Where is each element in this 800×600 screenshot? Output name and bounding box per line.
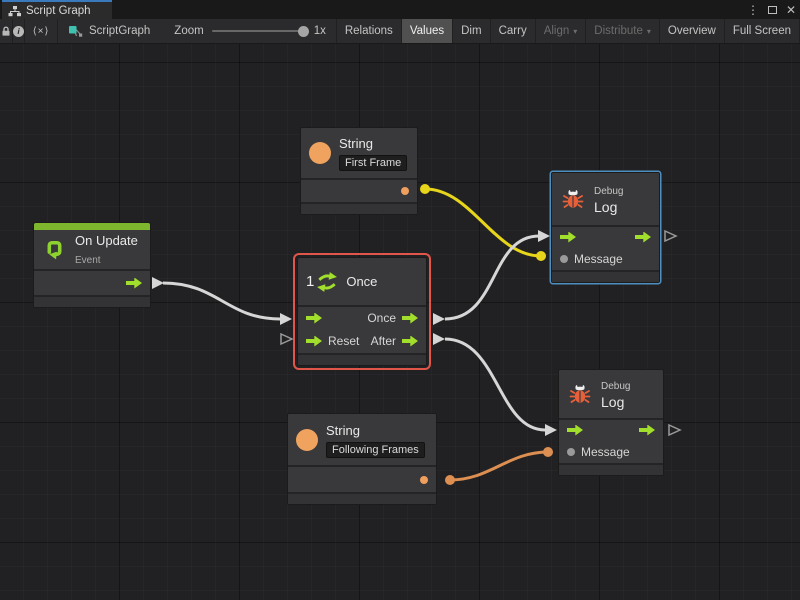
once-count-badge: 1 (306, 273, 315, 290)
tab-title: Script Graph (26, 4, 91, 17)
zoom-slider-handle[interactable] (297, 25, 309, 37)
string-value-field[interactable]: Following Frames (326, 441, 425, 458)
script-graph-icon (68, 25, 83, 37)
node-kind: Debug (601, 381, 631, 392)
window-close-icon[interactable]: ✕ (785, 2, 796, 17)
string-type-icon (296, 428, 318, 451)
lock-icon (2, 26, 10, 36)
node-subtitle: Event (75, 254, 101, 266)
code-preview-button[interactable]: ⟨×⟩ (25, 19, 58, 43)
node-string-first[interactable]: String First Frame (300, 127, 418, 215)
node-title: String (326, 422, 360, 438)
node-debug-log-bottom[interactable]: Debug Log Message (558, 369, 664, 476)
flow-input-port[interactable] (306, 312, 322, 324)
zoom-value: 1x (313, 25, 326, 37)
flow-output-port[interactable] (639, 424, 655, 436)
node-debug-log-top[interactable]: Debug Log Message (551, 172, 660, 283)
zoom-control: Zoom 1x (164, 19, 337, 43)
window-maximize-icon[interactable] (767, 5, 777, 14)
node-kind: Debug (594, 186, 624, 197)
chevron-down-icon: ▾ (573, 26, 578, 36)
flow-output-port-after[interactable] (402, 335, 418, 347)
port-label-reset: Reset (328, 334, 360, 348)
code-icon: ⟨×⟩ (32, 25, 50, 37)
node-title: On Update (75, 232, 138, 248)
event-accent-strip (34, 223, 150, 230)
node-on-update[interactable]: On Update Event (33, 222, 151, 308)
tab-script-graph[interactable]: Script Graph (2, 0, 112, 19)
flow-input-port[interactable] (567, 424, 583, 436)
port-label-once: Once (367, 311, 396, 325)
flow-output-port-once[interactable] (402, 312, 418, 324)
toolbar-button-carry[interactable]: Carry (491, 19, 536, 43)
string-type-icon (309, 142, 331, 164)
graph-name-label: ScriptGraph (88, 25, 151, 37)
toolbar-button-dim[interactable]: Dim (453, 19, 491, 43)
string-value-field[interactable]: First Frame (339, 155, 408, 171)
graph-tab-icon (8, 5, 21, 16)
node-title: Log (601, 394, 625, 410)
window-tab-bar: Script Graph ⋮ ✕ (0, 0, 800, 19)
message-input-port[interactable] (560, 254, 568, 263)
toolbar-button-align[interactable]: Align ▾ (536, 19, 587, 43)
inspect-button[interactable]: i (13, 19, 26, 43)
toolbar-button-overview[interactable]: Overview (660, 19, 725, 43)
node-title: String (339, 136, 373, 151)
node-title: Log (594, 199, 618, 215)
node-once[interactable]: 1 Once Once Reset After (293, 253, 431, 370)
flow-input-port-reset[interactable] (306, 335, 322, 347)
node-string-following[interactable]: String Following Frames (287, 413, 437, 505)
toolbar-button-values[interactable]: Values (401, 19, 454, 43)
lock-button[interactable] (0, 19, 13, 43)
chevron-down-icon: ▾ (646, 26, 651, 36)
toolbar-button-fullscreen[interactable]: Full Screen (725, 19, 800, 43)
port-label-after: After (370, 334, 396, 348)
flow-input-port[interactable] (560, 231, 576, 243)
node-title: Once (346, 274, 378, 289)
string-output-port[interactable] (401, 187, 409, 195)
breadcrumb-graph[interactable]: ScriptGraph (58, 19, 164, 43)
cycle-arrows-icon (317, 271, 338, 292)
bug-icon (569, 385, 591, 403)
port-label-message: Message (581, 444, 630, 459)
toolbar-button-distribute[interactable]: Distribute ▾ (586, 19, 660, 43)
bug-icon (562, 190, 584, 208)
window-menu-icon[interactable]: ⋮ (746, 2, 759, 17)
flow-output-port[interactable] (635, 231, 651, 243)
port-label-message: Message (574, 251, 623, 266)
loop-icon (47, 240, 62, 260)
toolbar-button-relations[interactable]: Relations (337, 19, 402, 43)
flow-output-port[interactable] (126, 277, 142, 289)
info-icon: i (13, 25, 25, 37)
zoom-slider[interactable] (211, 25, 309, 37)
graph-toolbar: i ⟨×⟩ ScriptGraph Zoom 1x Relations Valu… (0, 19, 800, 44)
zoom-label: Zoom (174, 25, 204, 37)
message-input-port[interactable] (567, 447, 575, 456)
string-output-port[interactable] (420, 475, 428, 484)
